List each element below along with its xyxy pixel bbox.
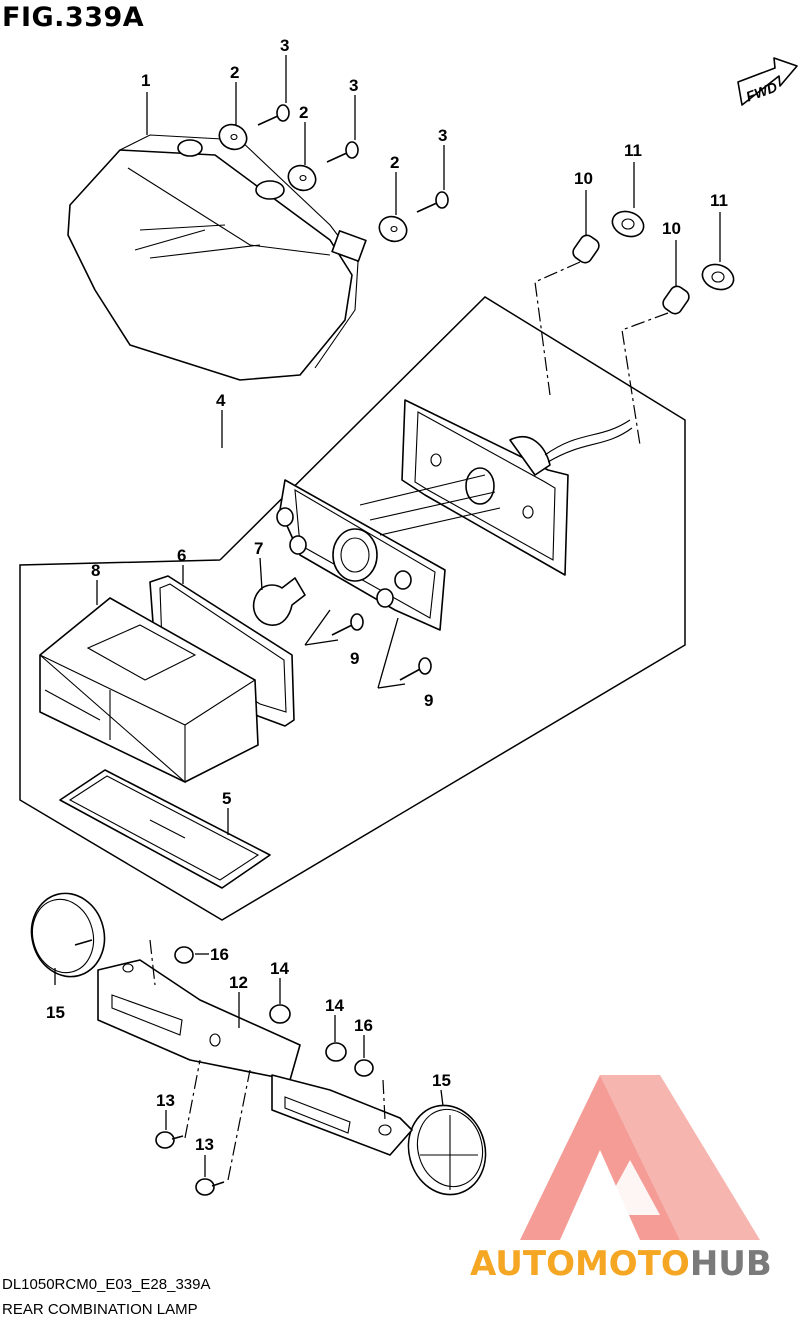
watermark-logo: AUTOMOTOHUB <box>470 1075 772 1284</box>
callout-labels: 1 2 2 2 3 3 3 4 5 6 7 8 9 9 10 10 11 11 … <box>46 36 728 1154</box>
callout-11b: 11 <box>710 191 728 210</box>
part-2-washers <box>218 123 408 243</box>
watermark-text: AUTOMOTOHUB <box>470 1244 772 1284</box>
callout-14b: 14 <box>325 996 344 1015</box>
part-11-nuts <box>611 210 735 291</box>
assembly-outline <box>19 296 686 921</box>
leader-lines <box>54 55 721 1181</box>
callout-9b: 9 <box>424 691 433 710</box>
figure-title: FIG.339A <box>2 2 145 33</box>
callout-16b: 16 <box>354 1016 373 1035</box>
diagram-code: DL1050RCM0_E03_E28_339A <box>2 1276 211 1293</box>
part-7-bulb <box>252 577 306 626</box>
callout-2b: 2 <box>299 103 308 122</box>
part-4-socket-assembly <box>276 474 501 631</box>
callout-13b: 13 <box>195 1135 214 1154</box>
callout-10b: 10 <box>662 219 681 238</box>
callout-3c: 3 <box>438 126 447 145</box>
callout-3a: 3 <box>280 36 289 55</box>
part-13-screws <box>155 1131 225 1196</box>
part-8-lens <box>39 597 259 784</box>
callout-2a: 2 <box>230 63 239 82</box>
part-5-reflector <box>59 769 271 889</box>
callout-13a: 13 <box>156 1091 175 1110</box>
fwd-arrow-icon: FWD <box>737 57 798 106</box>
part-16-nuts <box>174 946 374 1077</box>
callout-15a: 15 <box>46 1003 65 1022</box>
part-9-screws <box>304 609 432 689</box>
part-15-reflector-right <box>407 1104 487 1196</box>
callout-3b: 3 <box>349 76 358 95</box>
callout-12: 12 <box>229 973 248 992</box>
part-12-bracket <box>97 959 413 1156</box>
callout-10a: 10 <box>574 169 593 188</box>
part-14-nuts <box>269 1004 347 1062</box>
callout-4: 4 <box>216 391 226 410</box>
callout-11a: 11 <box>624 141 642 160</box>
part-4-lamp-base-plate <box>401 399 633 576</box>
callout-8: 8 <box>91 561 100 580</box>
part-15-reflector-left <box>30 892 106 978</box>
part-3-screws <box>257 104 449 213</box>
callout-1: 1 <box>141 71 150 90</box>
callout-14a: 14 <box>270 959 289 978</box>
callout-6: 6 <box>177 546 186 565</box>
part-1-tail-lamp-housing <box>67 134 367 381</box>
callout-5: 5 <box>222 789 231 808</box>
callout-15b: 15 <box>432 1071 451 1090</box>
callout-16a: 16 <box>210 945 229 964</box>
callout-9a: 9 <box>350 649 359 668</box>
callout-2c: 2 <box>390 153 399 172</box>
diagram-name: REAR COMBINATION LAMP <box>2 1301 198 1318</box>
callout-7: 7 <box>254 539 263 558</box>
part-10-collars <box>572 234 690 315</box>
